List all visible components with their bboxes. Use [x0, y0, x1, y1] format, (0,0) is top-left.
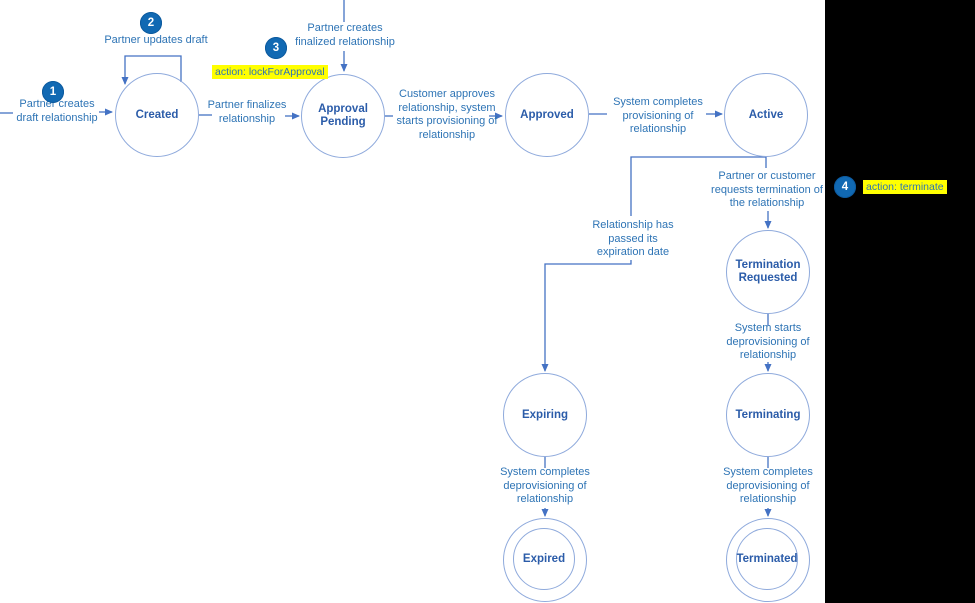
state-approved: Approved: [505, 73, 589, 157]
transition-label-partner-finalizes: Partner finalizes relationship: [207, 99, 287, 125]
transition-label-system-starts-deprovisioning: System starts deprovisioning of relation…: [726, 322, 810, 361]
state-termination-requested-label: Termination Requested: [735, 259, 801, 284]
state-expired-inner-circle: Expired: [513, 528, 575, 590]
transition-label-system-completes-deprovisioning-expiring: System completes deprovisioning of relat…: [500, 466, 590, 505]
state-expiring: Expiring: [503, 373, 587, 457]
step-badge-2: 2: [140, 12, 162, 34]
state-created: Created: [115, 73, 199, 157]
state-terminated-label: Terminated: [736, 552, 798, 565]
action-annotation-lock-for-approval: action: lockForApproval: [212, 65, 328, 79]
state-active-label: Active: [748, 108, 784, 121]
edge-into-expiring-arrow: [541, 260, 632, 372]
state-approved-label: Approved: [520, 108, 574, 121]
state-expiring-label: Expiring: [521, 408, 568, 421]
state-terminated: Terminated: [726, 518, 810, 602]
transition-label-partner-creates-finalized: Partner creates finalized relationship: [295, 22, 395, 48]
step-badge-3: 3: [265, 37, 287, 59]
side-panel-black: [825, 0, 975, 603]
state-termination-requested: Termination Requested: [726, 230, 810, 314]
action-annotation-terminate-overlay: action: terminate: [863, 180, 947, 194]
state-terminating: Terminating: [726, 373, 810, 457]
state-terminated-inner-circle: Terminated: [736, 528, 798, 590]
step-badge-1: 1: [42, 81, 64, 103]
transition-label-termination-request: Partner or customer requests termination…: [711, 170, 823, 209]
state-expired: Expired: [503, 518, 587, 602]
state-active: Active: [724, 73, 808, 157]
state-terminating-label: Terminating: [735, 408, 801, 421]
transition-label-system-completes-provisioning: System completes provisioning of relatio…: [613, 96, 703, 135]
state-created-label: Created: [135, 108, 179, 121]
transition-label-customer-approves: Customer approves relationship, system s…: [396, 88, 498, 141]
step-badge-4-overlay: 4: [834, 176, 856, 198]
state-approval-pending-label: Approval Pending: [318, 103, 368, 128]
transition-label-system-completes-deprovisioning-terminating: System completes deprovisioning of relat…: [723, 466, 813, 505]
transition-label-relationship-expired-condition: Relationship has passed its expiration d…: [592, 219, 674, 258]
state-expired-label: Expired: [522, 552, 566, 565]
transition-label-partner-updates-draft: Partner updates draft: [104, 34, 208, 46]
state-approval-pending: Approval Pending: [301, 74, 385, 158]
transition-label-partner-creates-draft: Partner creates draft relationship: [16, 98, 98, 124]
